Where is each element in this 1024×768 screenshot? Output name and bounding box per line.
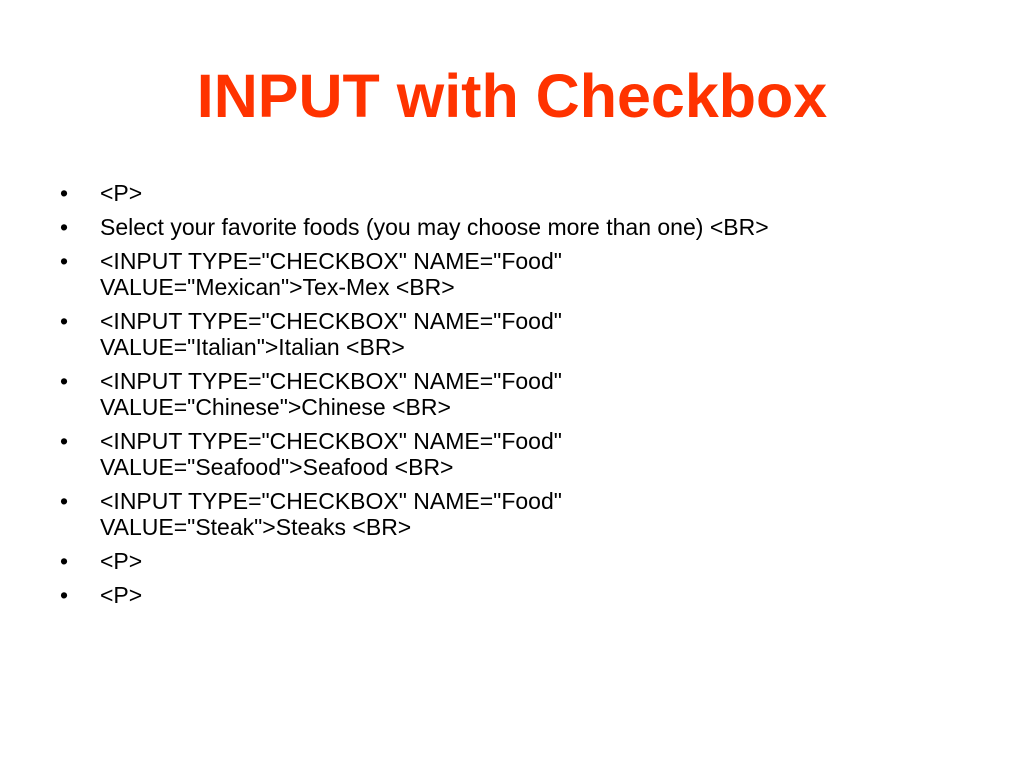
bullet-text-line: <INPUT TYPE="CHECKBOX" NAME="Food" bbox=[100, 308, 562, 334]
bullet-text-line: VALUE="Italian">Italian <BR> bbox=[100, 334, 405, 360]
bullet-dot-icon: • bbox=[60, 180, 69, 206]
bullet-dot-icon: • bbox=[60, 214, 69, 240]
bullet-text-line: Select your favorite foods (you may choo… bbox=[100, 214, 769, 240]
bullet-text-line: VALUE="Mexican">Tex-Mex <BR> bbox=[100, 274, 455, 300]
bullet-dot-icon: • bbox=[60, 368, 69, 394]
bullet-item: • <INPUT TYPE="CHECKBOX" NAME="Food"VALUE… bbox=[60, 308, 980, 360]
bullet-item: • <P> bbox=[60, 582, 980, 608]
bullet-text-line: <INPUT TYPE="CHECKBOX" NAME="Food" bbox=[100, 428, 562, 454]
bullet-dot-icon: • bbox=[60, 548, 69, 574]
bullet-text-line: <INPUT TYPE="CHECKBOX" NAME="Food" bbox=[100, 488, 562, 514]
bullet-item: • <INPUT TYPE="CHECKBOX" NAME="Food"VALUE… bbox=[60, 368, 980, 420]
bullet-text-line: VALUE="Chinese">Chinese <BR> bbox=[100, 394, 451, 420]
bullet-dot-icon: • bbox=[60, 488, 69, 514]
slide-title: INPUT with Checkbox bbox=[196, 62, 828, 130]
bullet-text-line: <P> bbox=[100, 548, 143, 574]
bullet-text-line: <INPUT TYPE="CHECKBOX" NAME="Food" bbox=[100, 248, 562, 274]
bullet-item: • <INPUT TYPE="CHECKBOX" NAME="Food"VALUE… bbox=[60, 248, 980, 300]
bullet-item: • <INPUT TYPE="CHECKBOX" NAME="Food"VALUE… bbox=[60, 488, 980, 540]
bullet-text-line: <P> bbox=[100, 180, 143, 206]
bullet-text-line: <INPUT TYPE="CHECKBOX" NAME="Food" bbox=[100, 368, 562, 394]
bullet-item: • <P> bbox=[60, 548, 980, 574]
bullet-dot-icon: • bbox=[60, 308, 69, 334]
bullet-text-line: VALUE="Seafood">Seafood <BR> bbox=[100, 454, 454, 480]
bullet-item: • <INPUT TYPE="CHECKBOX" NAME="Food"VALUE… bbox=[60, 428, 980, 480]
bullet-text-line: VALUE="Steak">Steaks <BR> bbox=[100, 514, 412, 540]
bullet-dot-icon: • bbox=[60, 428, 69, 454]
bullet-text-line: <P> bbox=[100, 582, 143, 608]
bullet-item: • Select your favorite foods (you may cho… bbox=[60, 214, 980, 240]
bullet-list: • <P> • Select your favorite foods (you may… bbox=[60, 180, 980, 616]
bullet-dot-icon: • bbox=[60, 248, 69, 274]
bullet-dot-icon: • bbox=[60, 582, 69, 608]
bullet-item: • <P> bbox=[60, 180, 980, 206]
